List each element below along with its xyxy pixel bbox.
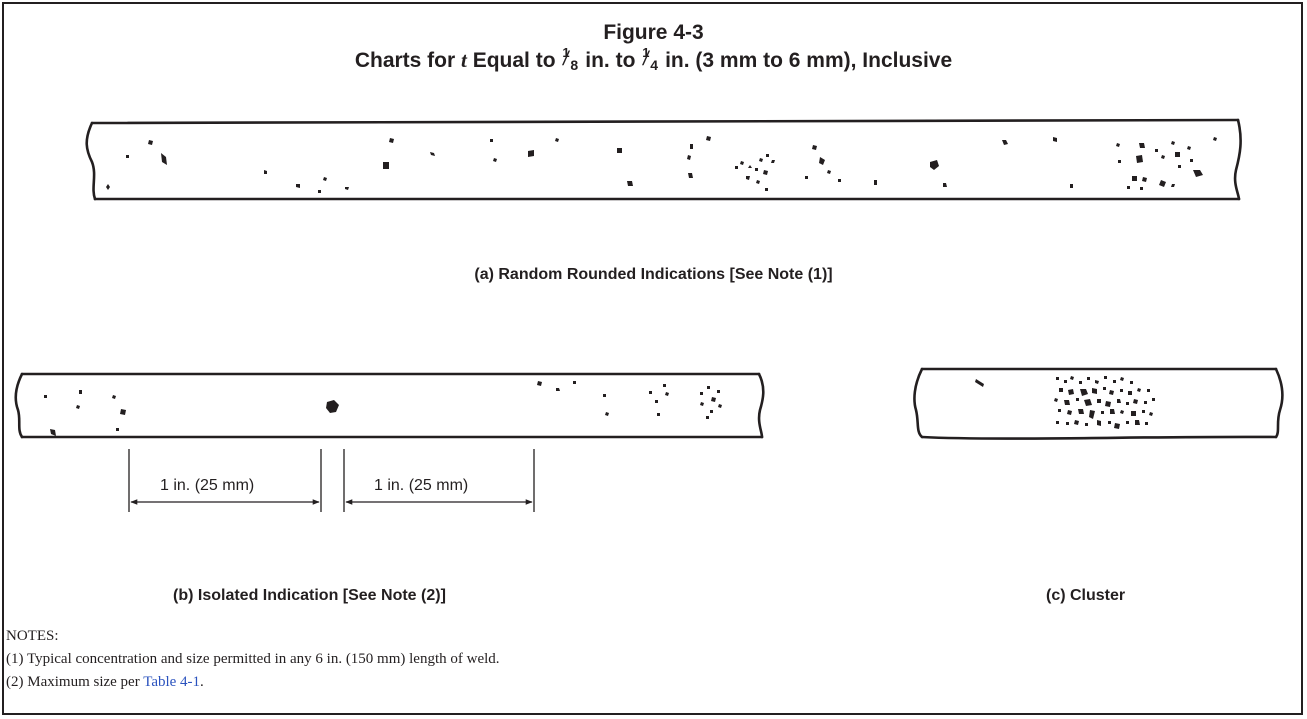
fraction-one-quarter: 1/4 <box>641 45 659 73</box>
dimension-lines <box>128 449 535 512</box>
figure-number: Figure 4-3 <box>603 21 704 44</box>
title-middle-1: Equal to <box>472 49 556 72</box>
indications-b <box>44 381 722 436</box>
title-prefix: Charts for <box>354 49 456 72</box>
caption-c: (c) Cluster <box>1046 587 1126 604</box>
isolated-indication-dot <box>326 400 339 413</box>
title-middle-2: in. to <box>585 49 636 72</box>
note-2-suffix: . <box>200 674 204 690</box>
dimension-label-right: 1 in. (25 mm) <box>374 477 469 494</box>
caption-b: (b) Isolated Indication [See Note (2)] <box>173 587 446 604</box>
note-1: (1) Typical concentration and size permi… <box>6 651 500 667</box>
note-2: (2) Maximum size per Table 4-1. <box>6 674 204 691</box>
table-4-1-link[interactable]: Table 4-1 <box>143 674 201 690</box>
indications-c <box>975 376 1155 429</box>
dimension-label-left: 1 in. (25 mm) <box>160 477 255 494</box>
weld-strip-b <box>14 372 765 439</box>
title-suffix: in. (3 mm to 6 mm), Inclusive <box>665 49 953 72</box>
caption-a: (a) Random Rounded Indications [See Note… <box>474 266 833 283</box>
title-variable: t <box>461 48 467 72</box>
weld-strip-a <box>85 118 1242 201</box>
indications-a <box>106 136 1217 193</box>
figure-title: Charts for t Equal to 1/8 in. to 1/4 in.… <box>0 45 1307 73</box>
note-2-prefix: (2) Maximum size per <box>6 674 144 690</box>
notes-heading: NOTES: <box>6 628 59 644</box>
weld-strip-c <box>913 367 1284 440</box>
fraction-one-eighth: 1/8 <box>561 45 579 73</box>
